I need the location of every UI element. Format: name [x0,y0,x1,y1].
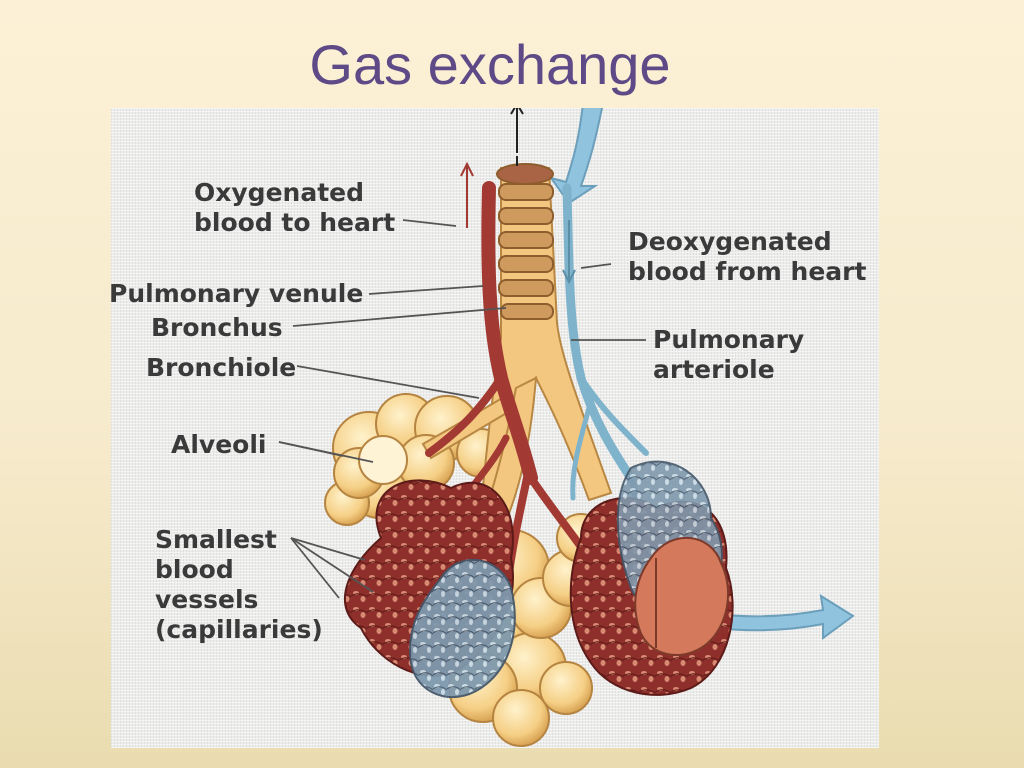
slide-title: Gas exchange [309,33,671,96]
label-pulmonary-venule: Pulmonary venule [111,279,363,308]
capillary-network-right [569,460,734,696]
capillary-network-left [344,479,516,698]
label-arteriole-line1: Pulmonary [653,325,804,354]
air-inflow-arrow [548,108,603,205]
label-capillaries-line2: blood [155,555,234,584]
lung-diagram: Oxygenated blood to heart Deoxygenated b… [111,108,867,747]
label-oxygenated-line1: Oxygenated [194,178,364,207]
alveolus-highlight [358,435,408,485]
bronchus-rings [496,163,554,320]
label-deoxygenated-line1: Deoxygenated [628,227,832,256]
figure-panel: Oxygenated blood to heart Deoxygenated b… [111,108,879,748]
label-alveoli: Alveoli [171,430,266,459]
label-capillaries-line1: Smallest [155,525,277,554]
label-capillaries-line3: vessels [155,585,258,614]
label-bronchiole: Bronchiole [146,353,296,382]
label-capillaries-line4: (capillaries) [155,615,323,644]
label-bronchus: Bronchus [151,313,283,342]
flow-arrows [460,108,576,285]
leader-lines [278,219,646,599]
label-deoxygenated-line2: blood from heart [628,257,867,286]
label-arteriole-line2: arteriole [653,355,775,384]
label-oxygenated-line2: blood to heart [194,208,395,237]
